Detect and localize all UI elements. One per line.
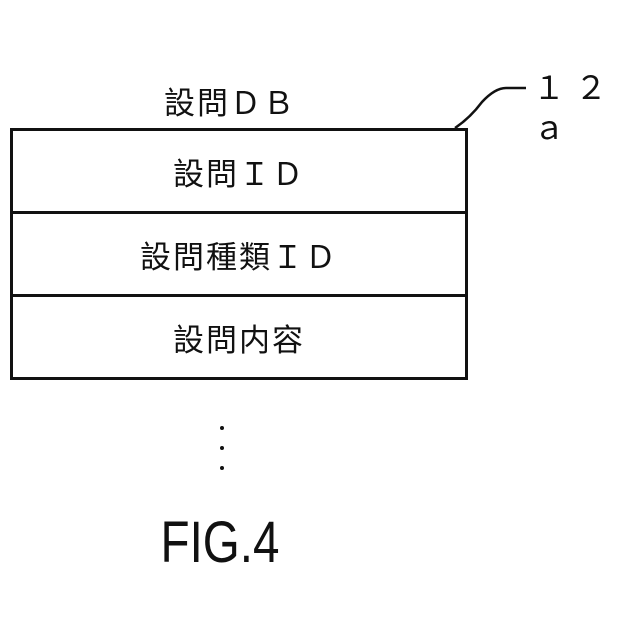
continuation-ellipsis	[210, 420, 234, 474]
field-question-content: 設問内容	[13, 294, 465, 377]
field-question-type-id: 設問種類ＩＤ	[13, 211, 465, 294]
database-table: 設問ＩＤ 設問種類ＩＤ 設問内容	[10, 128, 468, 380]
figure-label: FIG.4	[138, 508, 302, 578]
ellipsis-dot	[220, 426, 224, 430]
ellipsis-dot	[220, 466, 224, 470]
field-question-id: 設問ＩＤ	[13, 131, 465, 211]
ellipsis-dot	[220, 446, 224, 450]
